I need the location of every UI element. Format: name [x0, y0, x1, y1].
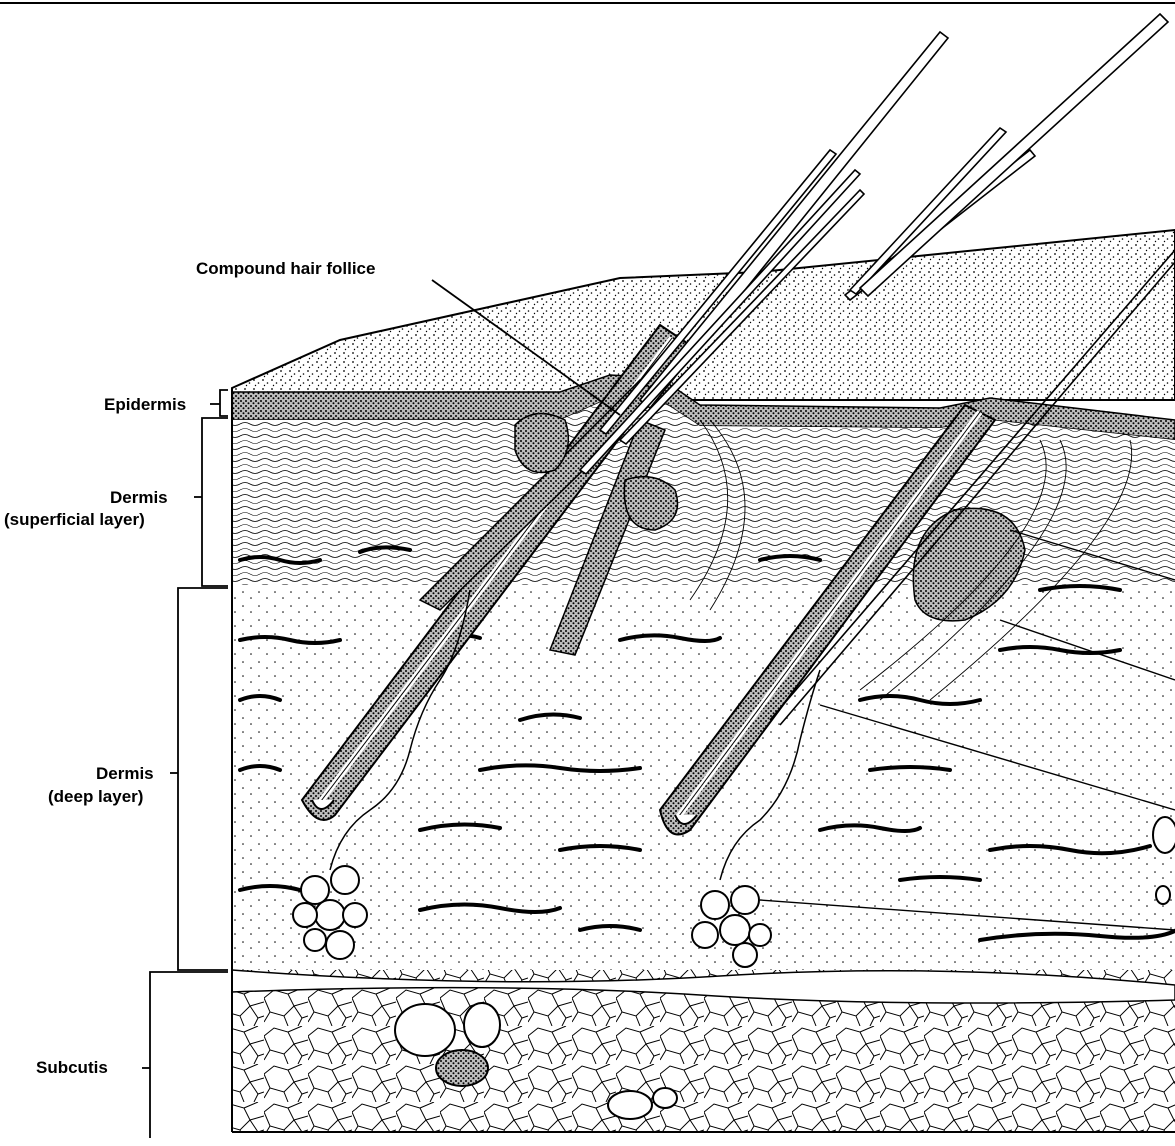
- label-dermis-deep-sub: (deep layer): [48, 786, 143, 807]
- label-dermis-superficial-sub: (superficial layer): [4, 509, 145, 530]
- sebaceous-gland-left: [515, 414, 568, 473]
- subcutis-bracket: [150, 972, 228, 1138]
- epidermis-bracket: [220, 390, 228, 416]
- label-epidermis: Epidermis: [104, 394, 186, 415]
- label-subcutis: Subcutis: [36, 1057, 108, 1078]
- dermis-deep-bracket: [178, 588, 228, 970]
- dermis-superficial-bracket: [202, 418, 228, 586]
- label-dermis-deep: Dermis: [96, 763, 154, 784]
- label-dermis-superficial: Dermis: [110, 487, 168, 508]
- label-compound-hair-follicle: Compound hair follice: [196, 258, 375, 279]
